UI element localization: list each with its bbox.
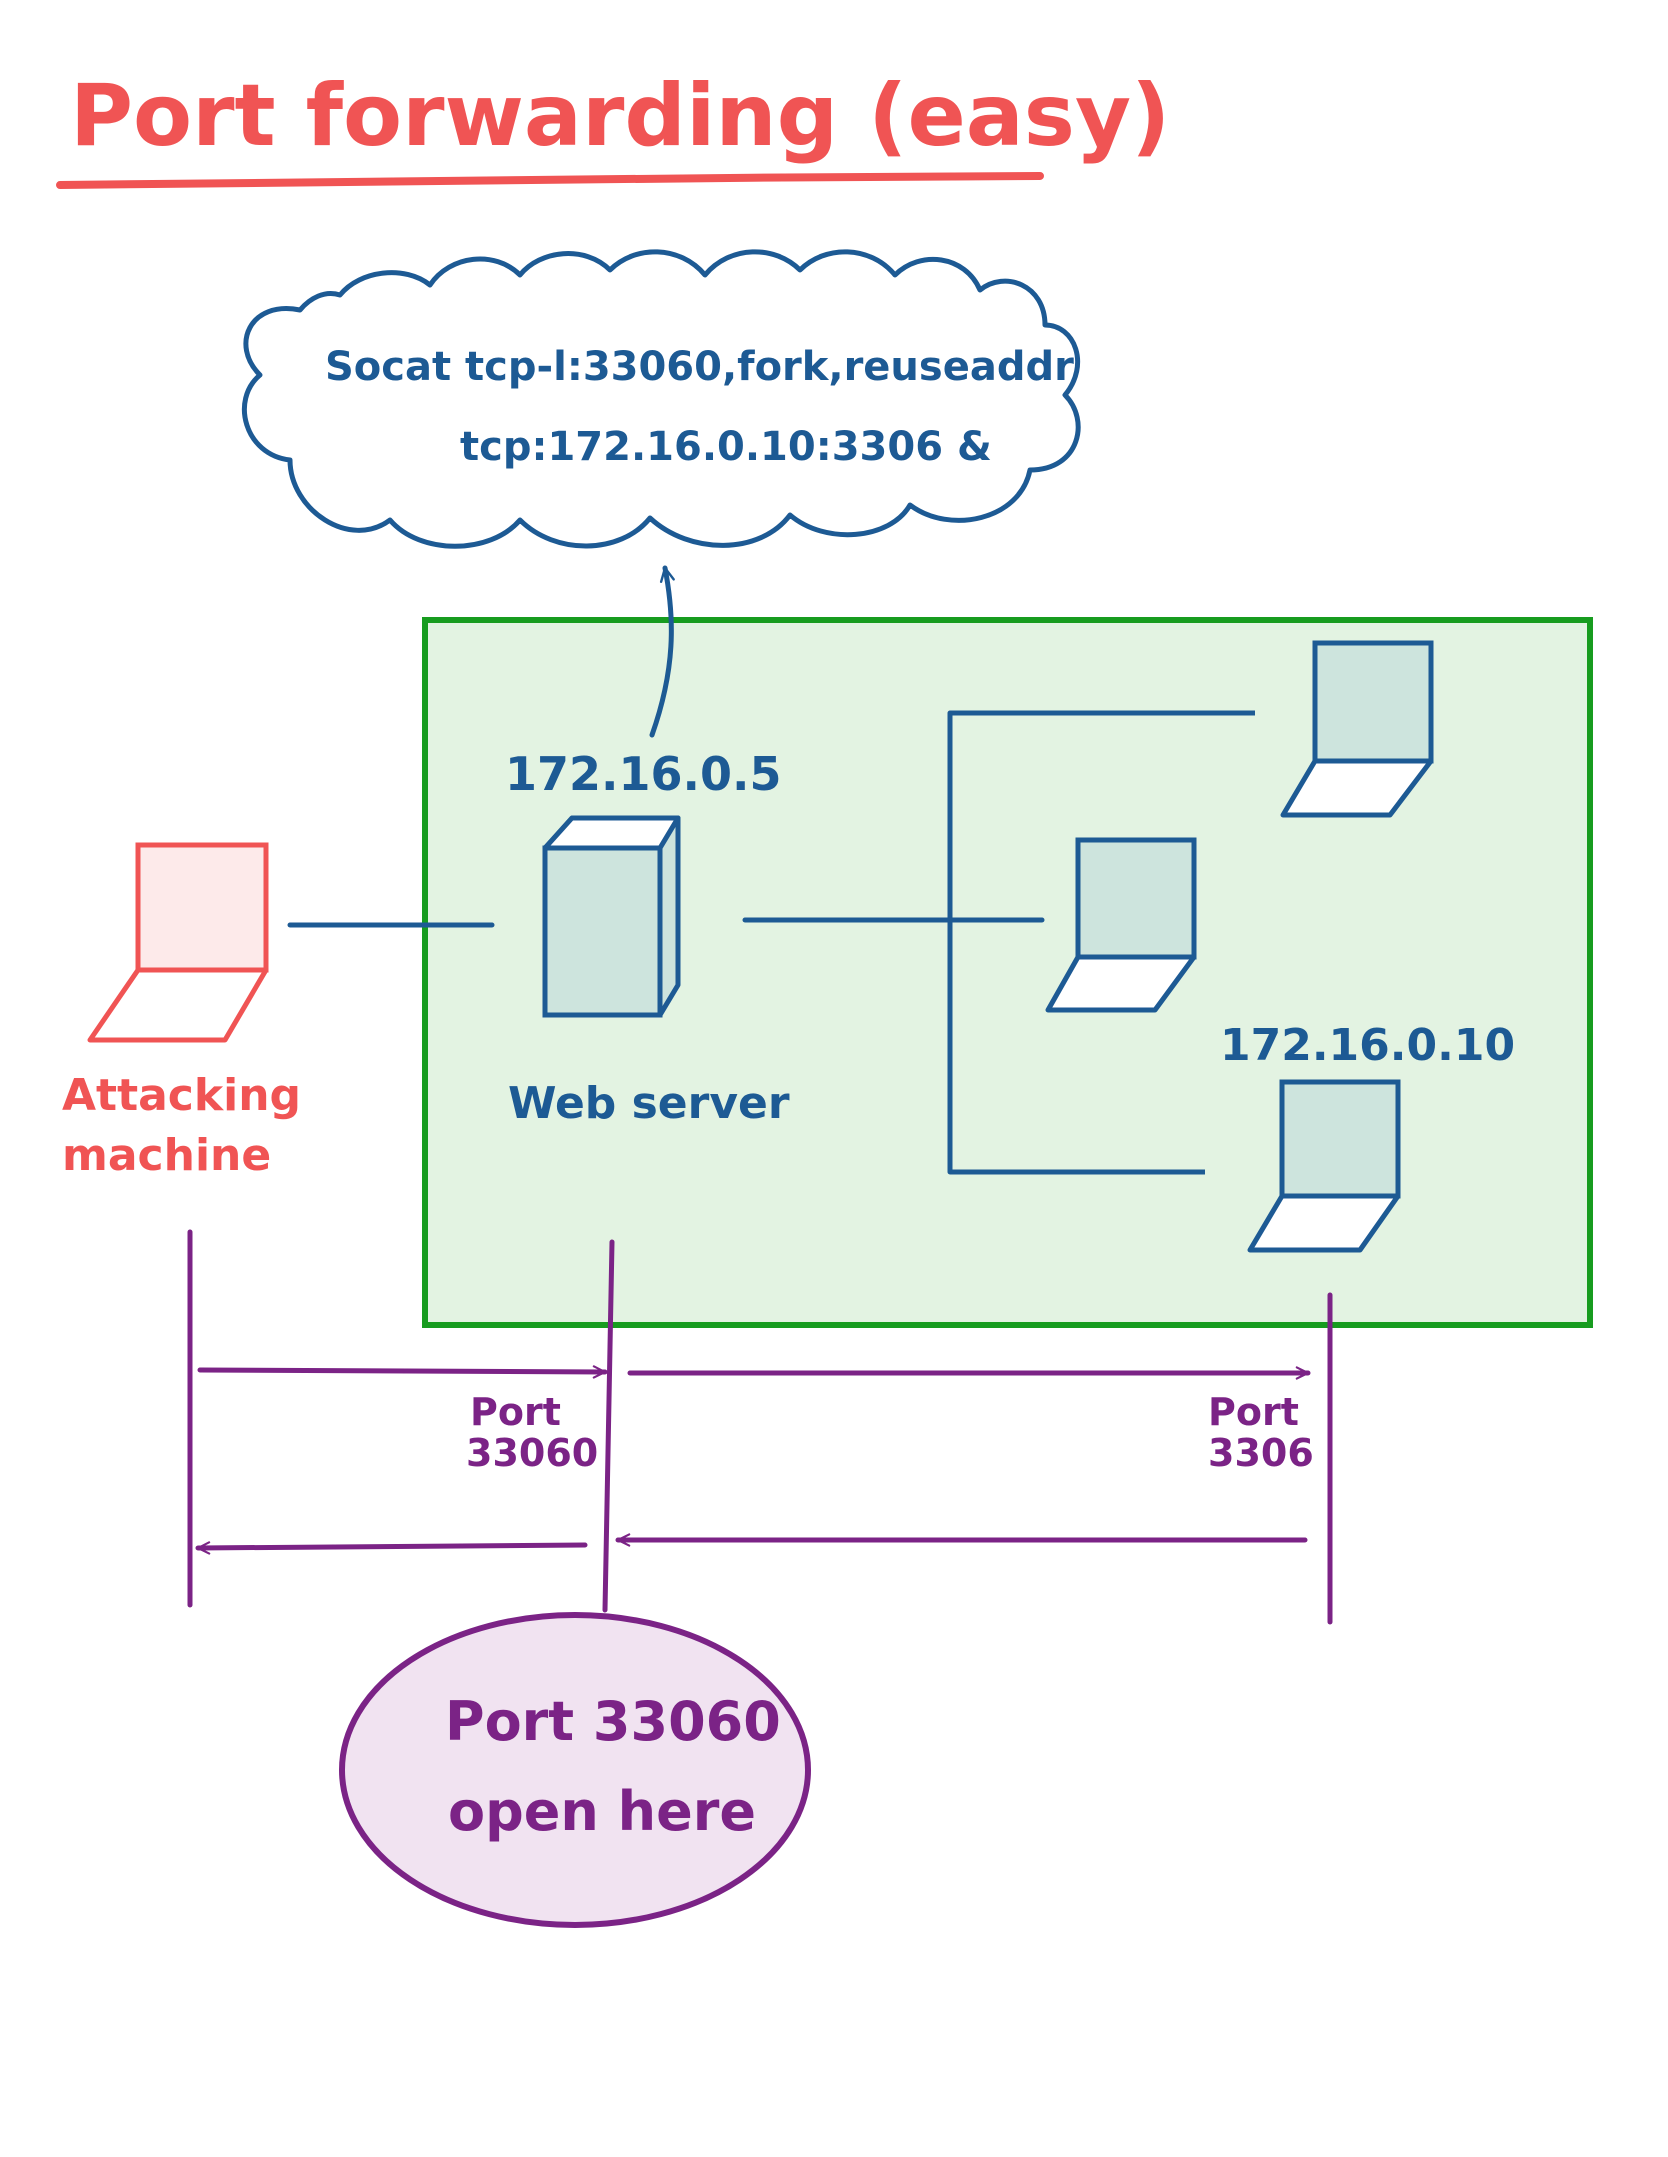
- web-server-icon: [542, 815, 681, 1018]
- attacker-label-line2: machine: [62, 1130, 271, 1181]
- webserver-ip: 172.16.0.5: [505, 747, 781, 801]
- webserver-to-command-arrow: [649, 565, 675, 738]
- callout-line1: Port 33060: [445, 1690, 781, 1753]
- webserver-label: Web server: [508, 1078, 790, 1129]
- request-arrow-to-webserver: [197, 1365, 608, 1379]
- lan-bus: [947, 710, 1255, 1175]
- cloud-command-line1: Socat tcp-l:33060,fork,reuseaddr: [325, 344, 1074, 390]
- response-arrow-to-attacker: [195, 1541, 588, 1555]
- callout-line2: open here: [448, 1780, 756, 1843]
- attacker-label-line1: Attacking: [62, 1070, 301, 1121]
- left-port-label-line2: 33060: [466, 1431, 598, 1475]
- right-port-label-line2: 3306: [1208, 1431, 1314, 1475]
- command-cloud: [241, 249, 1081, 549]
- internal-laptop-1-icon: [1280, 640, 1434, 818]
- webserver-timeline: [602, 1239, 615, 1613]
- page-title: Port forwarding (easy): [70, 66, 1170, 166]
- open-port-callout: [339, 1612, 811, 1928]
- attacking-machine-laptop-icon: [87, 842, 269, 1043]
- cloud-command-line2: tcp:172.16.0.10:3306 &: [460, 424, 992, 470]
- title-underline: [56, 172, 1044, 189]
- target-ip: 172.16.0.10: [1220, 1020, 1515, 1071]
- target-laptop-icon: [1247, 1079, 1401, 1253]
- right-port-label-line1: Port: [1208, 1390, 1299, 1434]
- internal-laptop-2-icon: [1045, 837, 1197, 1013]
- left-port-label-line1: Port: [470, 1390, 561, 1434]
